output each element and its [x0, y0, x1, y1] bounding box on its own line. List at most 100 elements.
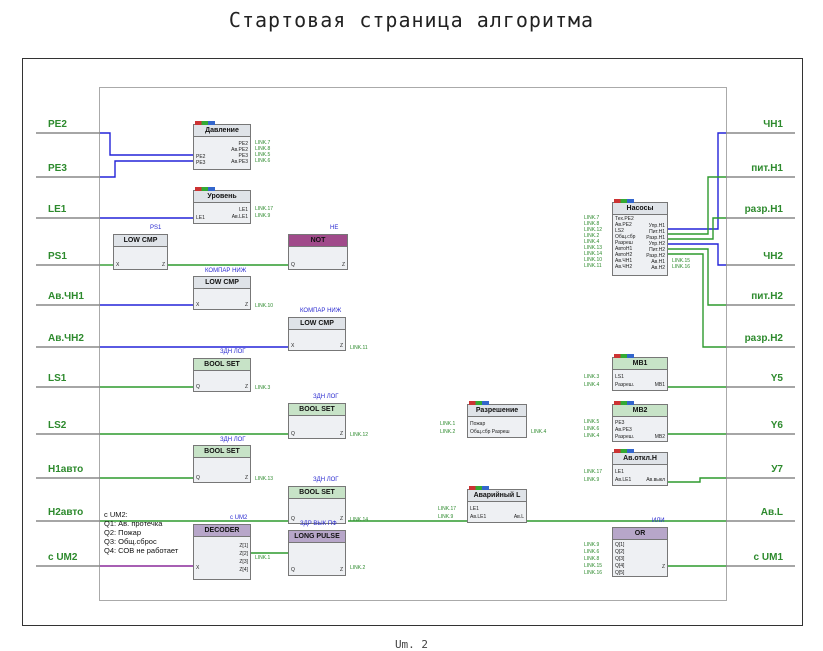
port-in: LE1: [196, 215, 205, 221]
link-label: LINK.10: [584, 257, 603, 263]
link-label: LINK.7: [255, 140, 271, 146]
block-not[interactable]: NOT Q Z: [288, 234, 348, 270]
block-razreshenie[interactable]: Разрешение Пожар Общ.сбр Разреш: [467, 401, 527, 438]
output-label-y5: Y5: [770, 373, 783, 384]
block-title: OR: [613, 528, 667, 540]
port-out: Ав.LE1: [231, 214, 248, 220]
block-title: LONG PULSE: [289, 531, 345, 543]
block-title: BOOL SET: [289, 487, 345, 499]
link-label: LINK.14: [350, 517, 369, 523]
input-label-cum2: с UM2: [48, 552, 78, 563]
port-out: Ав.выкл: [646, 477, 665, 483]
block-or[interactable]: OR Q[1] Q[2] Q[3] Q[4] Q[5] Z: [612, 527, 668, 577]
link-label: LINK.12: [584, 227, 603, 233]
note-line: Q1: Ав. протечка: [104, 519, 163, 528]
port-in: Q: [291, 567, 295, 573]
port-in: LS2: [615, 228, 624, 234]
block-annotation: PS1: [150, 225, 162, 231]
output-label-y7: У7: [771, 464, 783, 475]
block-title: NOT: [289, 235, 347, 247]
block-lowcmp-ps1[interactable]: LOW CMP X Z: [113, 234, 168, 270]
port-in: Q: [196, 384, 200, 390]
link-label: LINK.9: [584, 542, 600, 548]
port-out: MB2: [654, 434, 665, 440]
block-boolset-ls1[interactable]: BOOL SET Q Z: [193, 358, 251, 392]
port-out: Разр.Н1: [646, 235, 665, 241]
input-label-n1avto: Н1авто: [48, 464, 84, 475]
block-lowcmp-avchn2[interactable]: LOW CMP X Z: [288, 317, 346, 351]
block-davlenie[interactable]: Давление PE2 PE3 PE2 Ав.PE2 PE3 Ав.PE3: [193, 121, 251, 170]
output-label-pitn1: пит.Н1: [751, 163, 783, 174]
port-out: Z[3]: [239, 559, 248, 565]
block-title: LOW CMP: [114, 235, 167, 247]
link-label: LINK.14: [584, 251, 603, 257]
port-out: LE1: [239, 207, 248, 213]
block-longpulse[interactable]: LONG PULSE Q Z: [288, 530, 346, 576]
port-in: Ав.LE1: [615, 477, 632, 483]
output-label-razrn2: разр.Н2: [744, 333, 783, 344]
input-label-ps1: PS1: [48, 251, 67, 262]
link-label: LINK.4: [531, 429, 547, 435]
port-out: Ав.L: [513, 514, 524, 520]
link-label: LINK.15: [584, 563, 603, 569]
link-label: LINK.6: [255, 158, 271, 164]
block-mb2[interactable]: MB2 PE3 Ав.PE3 Разреш. MB2: [612, 401, 668, 442]
block-lowcmp-avchn1[interactable]: LOW CMP X Z: [193, 276, 251, 310]
block-decoder[interactable]: DECODER X Z[1] Z[2] Z[3] Z[4]: [193, 524, 251, 580]
block-title: Аварийный L: [468, 486, 526, 502]
link-label: LINK.6: [584, 426, 600, 432]
port-in: Q: [196, 475, 200, 481]
link-label: LINK.16: [672, 264, 691, 270]
port-in: АвтоН2: [615, 252, 633, 258]
port-in: X: [196, 565, 200, 571]
block-annotation: ЗДН ЛОГ: [220, 349, 246, 355]
port-in: Ав.LE1: [470, 514, 487, 520]
port-out: Ав.Н1: [651, 259, 665, 265]
port-out: Z[4]: [239, 567, 248, 573]
port-out: Z: [341, 262, 345, 268]
block-title: LOW CMP: [289, 318, 345, 330]
port-in: Общ.сбр: [615, 234, 636, 240]
block-title: BOOL SET: [194, 359, 250, 371]
link-label: LINK.10: [255, 303, 274, 309]
port-in: АвтоН1: [615, 246, 633, 252]
block-boolset-ls2[interactable]: BOOL SET Q Z: [288, 403, 346, 439]
port-out: PE2: [238, 141, 248, 147]
link-label: LINK.4: [584, 433, 600, 439]
block-mb1[interactable]: MB1 LS1 Разреш. MB1: [612, 354, 668, 391]
port-in: Q[4]: [615, 563, 625, 569]
block-title: Ав.откл.Н: [613, 449, 667, 465]
note-line: с UM2:: [104, 510, 128, 519]
diagram-canvas: [99, 87, 727, 601]
block-nasosy[interactable]: Насосы Тех.PE2 Ав.PE2 LS2 Общ.сбр Разреш…: [612, 199, 668, 276]
diagram-frame: [22, 58, 803, 626]
block-boolset-n1avto[interactable]: BOOL SET Q Z: [193, 445, 251, 483]
port-out: Z: [661, 564, 665, 570]
link-label: LINK.9: [255, 213, 271, 219]
decoder-note: с UM2: Q1: Ав. протечка Q2: Пожар Q3: Об…: [104, 510, 178, 555]
port-out: Z: [244, 384, 248, 390]
port-in: X: [291, 343, 295, 349]
port-out: Z: [161, 262, 165, 268]
block-avotkl[interactable]: Ав.откл.Н LE1 Ав.LE1 Ав.выкл: [612, 449, 668, 486]
port-in: Q[2]: [615, 549, 625, 555]
port-out: Z: [339, 343, 343, 349]
block-uroven[interactable]: Уровень LE1 LE1 Ав.LE1: [193, 187, 251, 224]
link-label: LINK.16: [584, 570, 603, 576]
block-avariyny-l[interactable]: Аварийный L LE1 Ав.LE1 Ав.L: [467, 486, 527, 523]
block-boolset-n2avto[interactable]: BOOL SET Q Z: [288, 486, 346, 524]
input-label-avchn2: Ав.ЧН2: [48, 333, 84, 344]
port-out: Разр.Н2: [646, 253, 665, 259]
block-title: MB1: [613, 354, 667, 370]
port-out: Ав.Н2: [651, 265, 665, 271]
link-label: LINK.15: [672, 258, 691, 264]
block-annotation: ИЛИ: [652, 518, 665, 524]
block-annotation: с UM2: [230, 515, 248, 521]
link-label: LINK.8: [584, 556, 600, 562]
port-out: Z[1]: [239, 543, 248, 549]
block-title: BOOL SET: [194, 446, 250, 458]
output-label-razrn1: разр.Н1: [744, 204, 783, 215]
port-in: Ав.PE3: [615, 427, 632, 433]
port-in: Q: [291, 431, 295, 437]
